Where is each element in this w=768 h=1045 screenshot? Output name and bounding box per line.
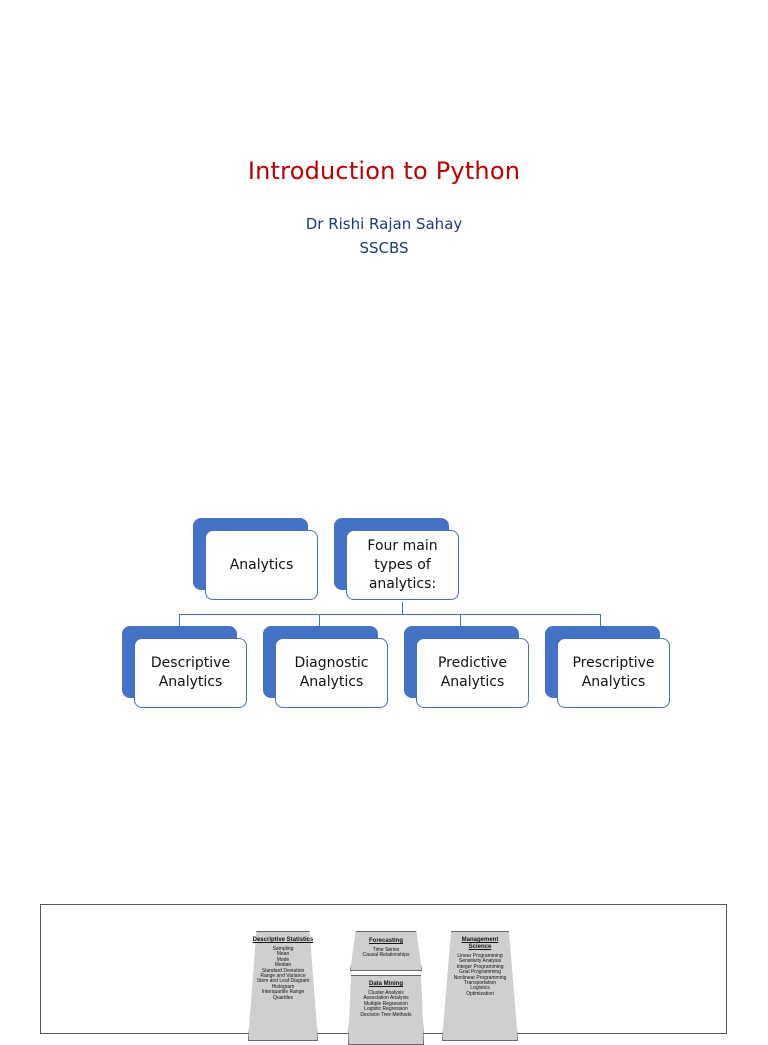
node-predictive: Predictive Analytics (404, 626, 530, 710)
node-label: Four main types of analytics: (346, 530, 459, 600)
node-diagnostic: Diagnostic Analytics (263, 626, 389, 710)
column-item: Mean (276, 951, 290, 958)
column-item: Mode (276, 956, 290, 963)
column-item: Logistics (470, 985, 490, 992)
connector-drop (460, 614, 461, 626)
column-heading: Forecasting (368, 938, 403, 944)
column-item: Transportation (463, 980, 497, 987)
node-label: Diagnostic Analytics (275, 638, 388, 708)
institution-name: SSCBS (359, 239, 409, 257)
column-item: Linear Programming (457, 953, 503, 959)
column-item: Cluster Analysis (368, 990, 404, 996)
node-prescriptive: Prescriptive Analytics (545, 626, 671, 710)
slide-title: Introduction to Python (247, 157, 521, 185)
column-heading: Management Science (461, 937, 499, 950)
column-heading: Data Mining (369, 981, 403, 987)
column-management-science: Management Science Linear Programming Se… (442, 931, 518, 1041)
node-label: Prescriptive Analytics (557, 638, 670, 708)
node-analytics: Analytics (193, 518, 319, 602)
column-item: Median (274, 962, 292, 969)
column-forecasting: Forecasting Time Series Causal Relations… (350, 931, 422, 971)
column-item: Quartiles (272, 994, 293, 1001)
connector-drop (179, 614, 180, 626)
node-label: Analytics (205, 530, 318, 600)
column-data-mining: Data Mining Cluster Analysis Association… (348, 975, 424, 1045)
column-item: Stem and Leaf Diagram (256, 978, 310, 985)
column-item: Multiple Regression (364, 1000, 408, 1007)
column-heading: Descriptive Statistics (252, 937, 314, 943)
column-item: Time Series (372, 947, 400, 953)
column-item: Causal Relationships (362, 952, 410, 959)
node-label: Descriptive Analytics (134, 638, 247, 708)
column-item: Optimization (466, 990, 494, 997)
column-item: Histogram (271, 983, 295, 990)
connector-vertical (402, 602, 403, 614)
column-item: Interquartile Range (261, 989, 305, 996)
column-item: Integer Programming (456, 963, 504, 970)
column-item: Goal Programming (459, 969, 501, 976)
column-item: Logistic Regression (364, 1006, 408, 1013)
connector-drop (600, 614, 601, 626)
column-item: Range and Variance (260, 973, 306, 980)
column-item: Decision Tree Methods (360, 1011, 412, 1018)
node-four-types: Four main types of analytics: (334, 518, 460, 602)
column-item: Sensitivity Analysis (458, 958, 502, 965)
author-name: Dr Rishi Rajan Sahay (305, 215, 463, 233)
column-item: Nonlinear Programming (453, 974, 507, 981)
node-descriptive: Descriptive Analytics (122, 626, 248, 710)
connector-drop (319, 614, 320, 626)
column-descriptive-statistics: Descriptive Statistics Sampling Mean Mod… (248, 931, 318, 1041)
analytics-tools-figure: Descriptive Statistics Sampling Mean Mod… (40, 904, 727, 1045)
column-item: Association Analysis (363, 995, 409, 1002)
node-label: Predictive Analytics (416, 638, 529, 708)
column-item: Sampling (272, 946, 294, 952)
column-item: Standard Deviation (261, 967, 305, 974)
connector-horizontal (179, 614, 601, 615)
